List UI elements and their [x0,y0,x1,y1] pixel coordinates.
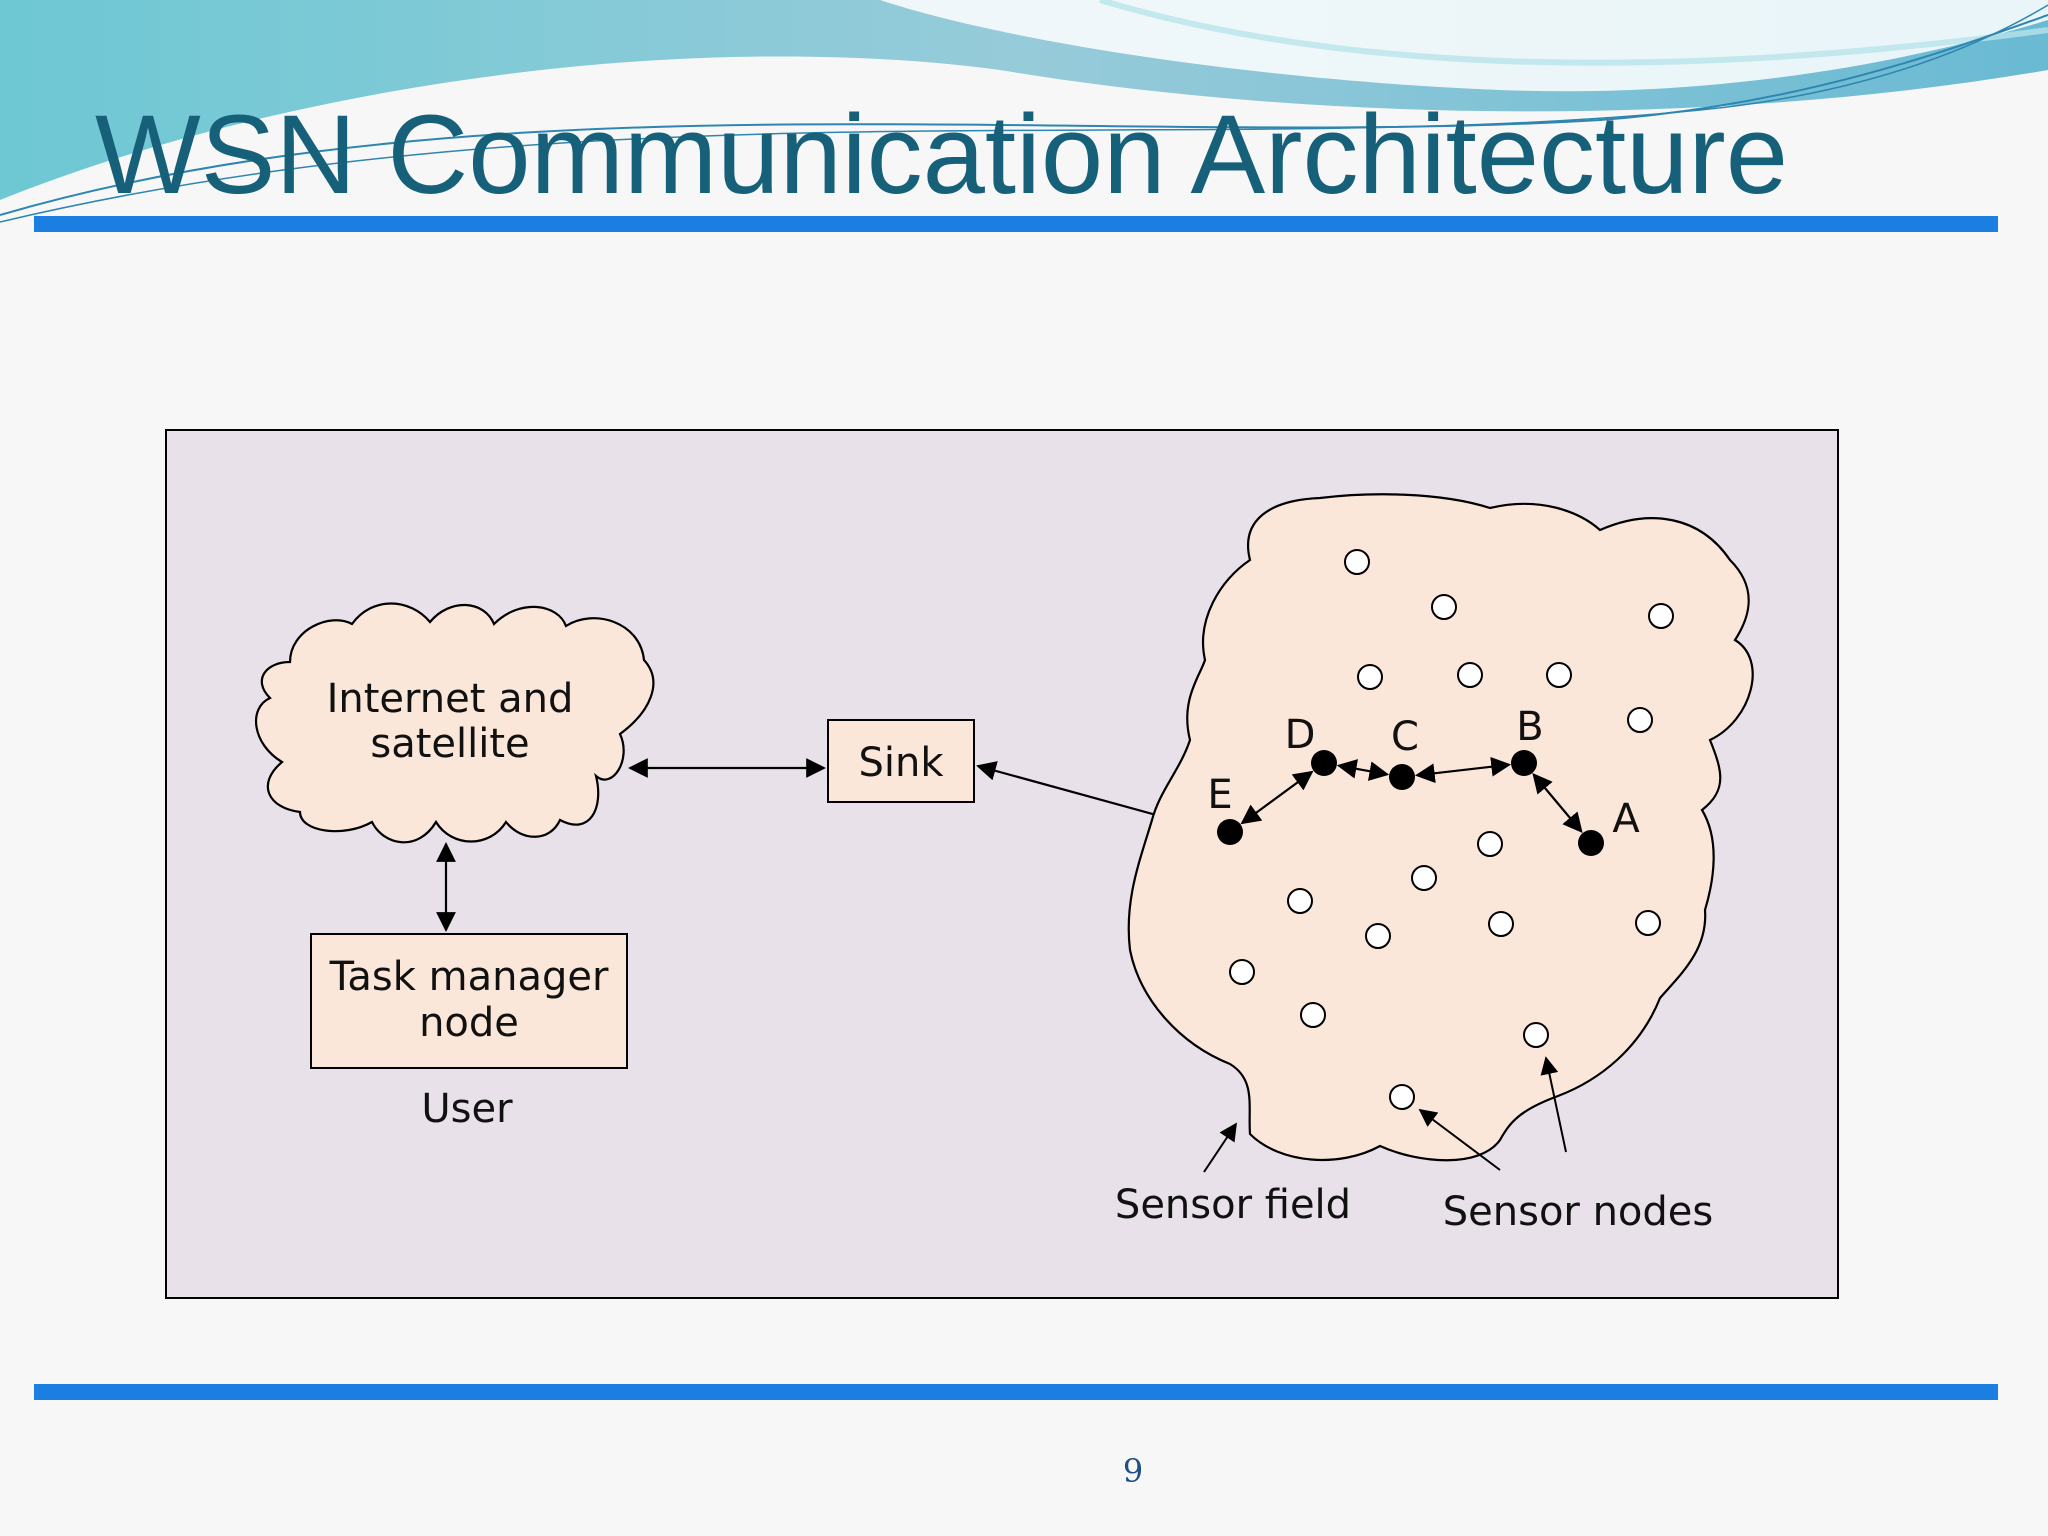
path-node-label-e: E [1207,772,1232,818]
internet-satellite-cloud [254,602,655,844]
path-node-label-c: C [1391,714,1419,760]
sensor-node [1344,549,1370,575]
sensor-field [1127,493,1754,1162]
sensor-node [1523,1022,1549,1048]
task-manager-node-box [310,933,628,1069]
path-node-a [1578,830,1604,856]
sensor-node [1457,662,1483,688]
path-node-label-d: D [1285,712,1316,758]
task-manager-label-line1: Task manager [329,954,609,1000]
sensor-node [1389,1084,1415,1110]
cloud-label-line1: Internet and [327,676,574,722]
path-node-c [1389,764,1415,790]
sensor-node-group: A B C D E [1207,549,1674,1110]
slide-title: WSN Communication Architecture [95,92,1789,217]
sensor-node [1477,831,1503,857]
wsn-architecture-diagram: Internet and satellite Task manager node… [165,429,1839,1299]
header-wave-decoration [0,0,2048,223]
sensor-node [1357,664,1383,690]
sensor-node [1300,1002,1326,1028]
path-node-b [1511,750,1537,776]
sensor-field-label: Sensor field [1115,1182,1351,1228]
page-number: 9 [1122,1452,1144,1490]
sensor-node [1627,707,1653,733]
sensor-node [1411,865,1437,891]
user-label: User [421,1086,513,1132]
sensor-node [1287,888,1313,914]
sensor-field-pointer [1203,1122,1237,1173]
path-link-e-d [1240,770,1314,825]
path-link-c-b [1414,756,1512,784]
sensor-node [1431,594,1457,620]
path-node-label-b: B [1516,704,1543,750]
sensor-node [1546,662,1572,688]
path-node-label-a: A [1612,796,1640,842]
sink-box [827,719,975,803]
path-link-d-c [1336,759,1390,781]
sensor-node [1488,911,1514,937]
path-link-b-a [1532,772,1583,834]
sink-label: Sink [858,740,944,786]
sensor-nodes-label: Sensor nodes [1443,1189,1714,1235]
task-manager-label-line2: node [419,1000,519,1046]
path-node-e [1217,819,1243,845]
cloud-label-line2: satellite [370,721,529,767]
footer-rule [34,1384,1998,1400]
sensor-node [1365,923,1391,949]
sensor-node [1648,603,1674,629]
title-underline [34,216,1998,232]
sensor-node [1635,910,1661,936]
sensor-nodes-pointer-1 [1418,1108,1501,1171]
sensor-node [1229,959,1255,985]
path-node-d [1311,750,1337,776]
sensor-nodes-pointer-2 [1540,1056,1567,1153]
